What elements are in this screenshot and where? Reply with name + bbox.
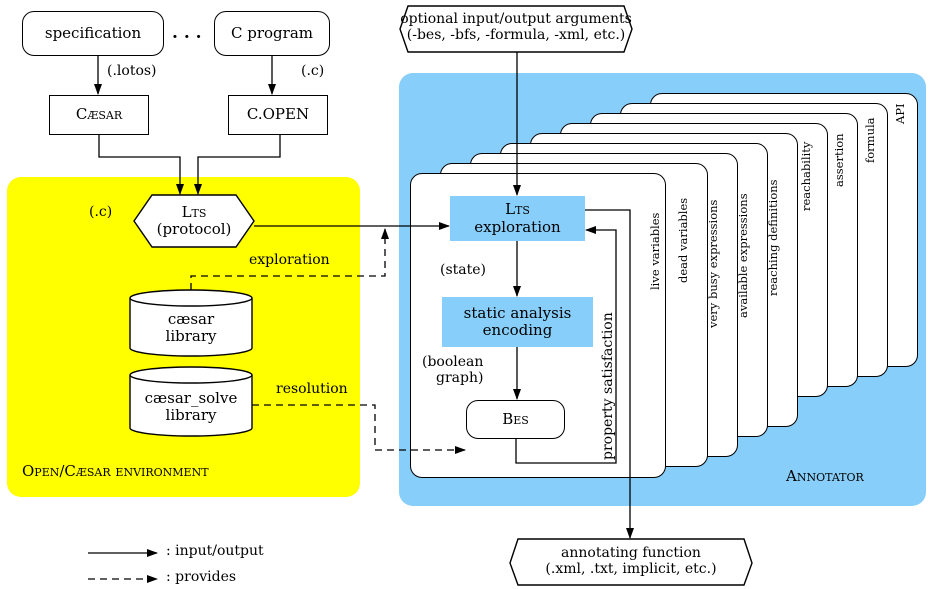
lotos-extension-label: (.lotos) (107, 63, 157, 79)
arrow-copen-to-lts (194, 135, 281, 195)
c-open-box: C.OPEN (228, 95, 328, 135)
static-analysis-encoding-box: static analysis encoding (442, 297, 593, 347)
encoding-label-line1: static analysis (463, 303, 572, 322)
arrow-property-satisfaction (515, 226, 617, 464)
lts-protocol-hexagon (133, 194, 255, 248)
caesar-solve-library-label-line2: library (165, 406, 217, 425)
lts-exploration-box: Lts exploration (450, 196, 585, 241)
dashed-arrow-exploration (190, 228, 389, 290)
legend-input-output-label: : input/output (166, 543, 264, 559)
caesar-library-label-line1: cæsar (167, 310, 215, 328)
caesar-solve-library-cylinder-top (129, 366, 253, 384)
caesar-label: Cæsar (75, 105, 123, 124)
arguments-hexagon (399, 5, 633, 53)
bes-box: Bes (466, 400, 565, 439)
arguments-label: optional input/output arguments (-bes, -… (400, 11, 632, 43)
caesar-library-label-line2: library (165, 327, 217, 346)
arguments-label-line1: optional input/output arguments (400, 11, 632, 27)
caesar-library-cylinder (129, 298, 253, 357)
boolean-graph-label: (boolean graph) (422, 354, 483, 386)
boolean-graph-label-line2: graph) (436, 370, 484, 387)
c-program-label: C program (231, 23, 313, 42)
caesar-box: Cæsar (49, 95, 149, 135)
caesar-library-label: cæsar library (130, 310, 252, 346)
state-label: (state) (440, 262, 486, 278)
environment-c-extension-label: (.c) (89, 204, 113, 220)
boolean-graph-label-line1: (boolean (422, 354, 484, 370)
caesar-solve-library-cylinder (129, 375, 253, 437)
bes-label: Bes (502, 409, 529, 428)
specification-box: specification (22, 11, 164, 56)
lts-exploration-label-line1: Lts (505, 200, 530, 219)
resolution-label: resolution (276, 381, 348, 397)
output-label: annotating function (.xml, .txt, implici… (510, 545, 752, 577)
c-program-box: C program (214, 11, 330, 56)
lts-protocol-label-line2: (protocol) (156, 220, 232, 239)
lts-exploration-label-line2: exploration (474, 217, 561, 236)
lts-protocol-label-line1: Lts (181, 203, 207, 221)
output-hexagon (509, 538, 753, 586)
output-label-line2: (.xml, .txt, implicit, etc.) (545, 561, 717, 578)
output-label-line1: annotating function (561, 545, 701, 561)
open-caesar-environment-label: Open/Cæsar environment (22, 462, 209, 480)
specification-label: specification (44, 23, 142, 42)
caesar-solve-library-label: cæsar_solve library (130, 389, 252, 425)
dashed-arrow-resolution (252, 404, 466, 454)
arguments-label-line2: (-bes, -bfs, -formula, -xml, etc.) (406, 27, 626, 44)
arrow-exploration-to-output (585, 209, 634, 539)
exploration-label: exploration (249, 252, 330, 268)
legend-provides-label: : provides (166, 569, 237, 585)
arrow-caesar-to-lts (98, 135, 184, 195)
caesar-solve-library-label-line1: cæsar_solve (144, 389, 238, 407)
ellipsis: . . . (172, 23, 202, 43)
encoding-label-line2: encoding (482, 321, 553, 339)
c-open-label: C.OPEN (246, 105, 310, 124)
lts-protocol-label: Lts (protocol) (144, 203, 244, 239)
property-satisfaction-label: property satisfaction (600, 312, 616, 460)
annotator-label: Annotator (786, 467, 864, 485)
c-extension-label: (.c) (301, 63, 325, 79)
